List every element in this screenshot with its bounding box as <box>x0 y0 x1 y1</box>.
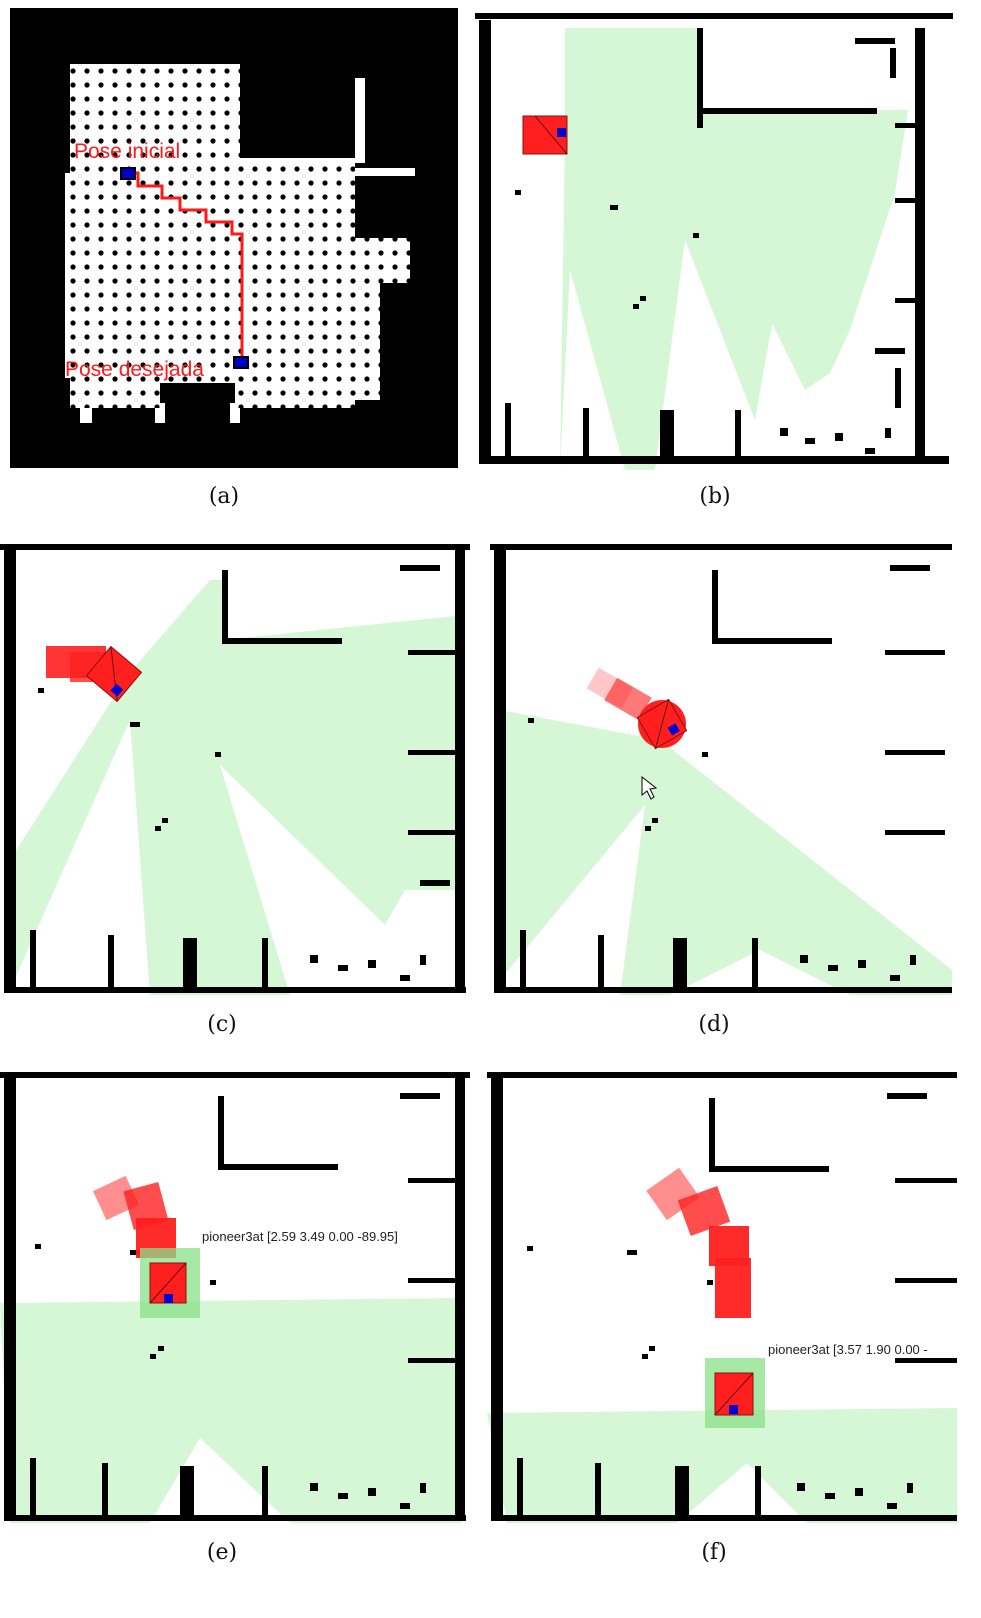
start-pose-label: Pose inicial <box>74 140 180 163</box>
panel-a-path-map: Pose inicial Pose desejada <box>10 8 458 468</box>
laser-scan <box>500 710 952 995</box>
free-space-area <box>65 64 415 423</box>
panel-c-simulation <box>0 540 470 995</box>
panel-d-simulation <box>490 540 952 995</box>
caption-d: (d) <box>698 1012 730 1037</box>
robot-trail <box>646 1167 751 1318</box>
walls <box>0 544 470 993</box>
panel-e-simulation: pioneer3at [2.59 3.49 0.00 -89.95] <box>0 1068 470 1523</box>
laser-scan <box>0 1298 462 1523</box>
robot-pose-label: pioneer3at [3.57 1.90 0.00 - <box>768 1342 928 1357</box>
panel-b-simulation <box>475 8 953 470</box>
robot <box>636 698 688 750</box>
robot <box>522 115 568 155</box>
walls <box>0 1072 470 1521</box>
planned-path <box>128 171 244 363</box>
caption-e: (e) <box>206 1540 238 1565</box>
walls <box>490 544 952 993</box>
robot <box>149 1262 187 1304</box>
walls <box>475 13 953 464</box>
walls <box>487 1072 957 1521</box>
caption-f: (f) <box>701 1540 727 1565</box>
goal-pose-label: Pose desejada <box>65 358 204 381</box>
laser-scan <box>487 1408 957 1523</box>
robot <box>85 645 143 703</box>
panel-f-simulation: pioneer3at [3.57 1.90 0.00 - <box>487 1068 957 1523</box>
goal-pose-marker <box>233 356 249 369</box>
caption-a: (a) <box>208 484 240 509</box>
caption-b: (b) <box>699 484 731 509</box>
robot-trail <box>586 667 652 721</box>
start-pose-marker <box>120 167 136 180</box>
robot <box>714 1372 754 1416</box>
laser-scan <box>560 28 908 470</box>
caption-c: (c) <box>207 1012 237 1037</box>
mouse-pointer-icon <box>641 775 658 800</box>
robot-pose-label: pioneer3at [2.59 3.49 0.00 -89.95] <box>202 1229 398 1244</box>
